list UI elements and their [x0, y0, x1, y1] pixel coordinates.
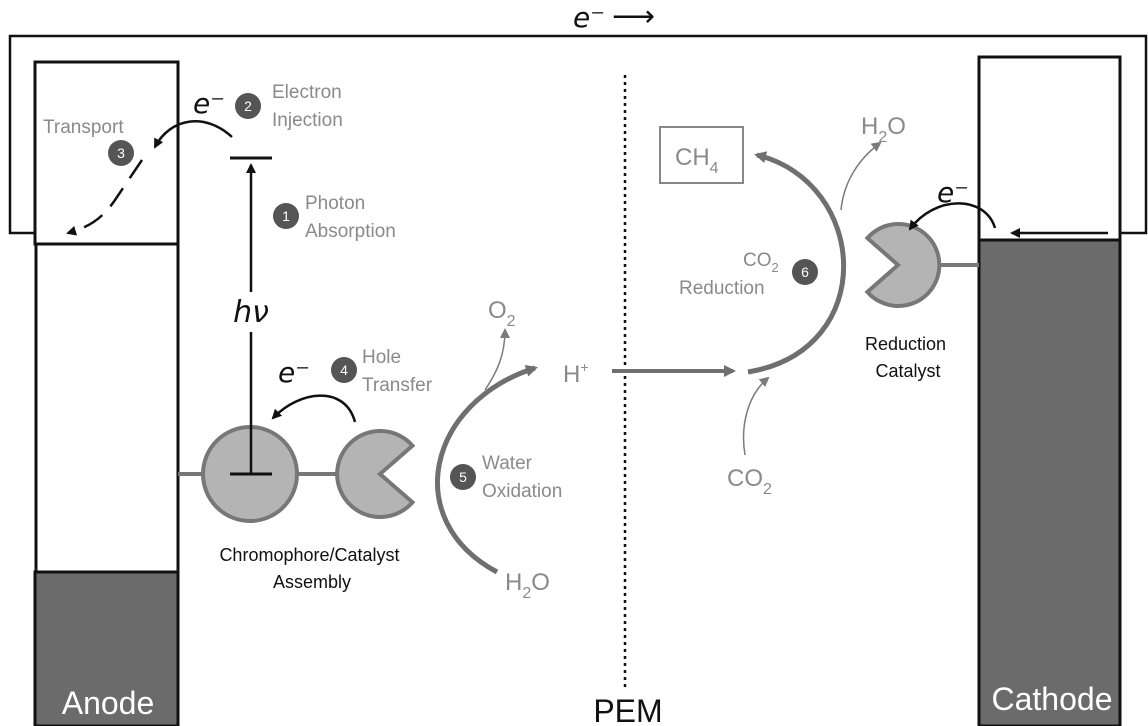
- anode-label: Anode: [62, 685, 155, 721]
- svg-text:CO2: CO2: [743, 250, 779, 275]
- hole-electron-label: e⁻: [278, 356, 310, 389]
- anode-catalyst-pacman: [335, 429, 416, 519]
- reduction-catalyst-label: Reduction Catalyst: [865, 334, 951, 381]
- external-circuit-wire: [8, 34, 1148, 235]
- transport-arrow: [66, 159, 144, 236]
- svg-text:4: 4: [340, 362, 348, 378]
- cathode-electrode: Cathode: [977, 55, 1122, 726]
- step-3-transport: Transport 3: [43, 117, 134, 166]
- svg-text:2: 2: [244, 98, 252, 114]
- h-plus-label: H+: [563, 359, 589, 388]
- hole-transfer-arrow: [271, 394, 357, 423]
- cathode-label: Cathode: [992, 681, 1113, 717]
- assembly-label: Chromophore/Catalyst Assembly: [219, 545, 404, 592]
- o2-label: O2: [488, 297, 516, 330]
- svg-text:3: 3: [117, 145, 125, 161]
- h2o-cathode-label: H2O: [861, 113, 906, 146]
- ch4-label: CH4: [675, 144, 719, 177]
- h2o-release-arrow: [840, 141, 882, 211]
- svg-text:Reduction: Reduction: [679, 278, 765, 299]
- anode-electrode: Anode: [33, 60, 180, 726]
- ch4-product-box: [659, 126, 744, 184]
- step-6-co2-reduction: 6 CO2 Reduction: [679, 250, 818, 299]
- svg-text:Transport: Transport: [43, 117, 124, 138]
- injection-electron-label: e⁻: [193, 87, 225, 120]
- svg-text:6: 6: [801, 264, 809, 280]
- catalyst-electron-arrow: [908, 202, 997, 231]
- wire-electron-arrow: ⟶: [612, 0, 655, 33]
- co2-input-arrow: [742, 376, 770, 456]
- svg-text:1: 1: [282, 208, 290, 224]
- water-oxidation-arrow: [435, 365, 538, 575]
- reduction-catalyst-pacman: [864, 222, 942, 308]
- co2-input-label: CO2: [727, 465, 772, 498]
- photon-label: hν: [233, 295, 269, 330]
- pem-label: PEM: [593, 693, 662, 726]
- co2-reduction-arrow: [747, 151, 846, 375]
- o2-release-arrow: [484, 328, 510, 391]
- cathode-electron-label: e⁻: [937, 176, 969, 209]
- h2o-anode-label: H2O: [505, 569, 550, 602]
- svg-text:5: 5: [459, 469, 467, 485]
- injection-arrow: [153, 120, 233, 149]
- wire-electron-label: e⁻: [573, 1, 605, 34]
